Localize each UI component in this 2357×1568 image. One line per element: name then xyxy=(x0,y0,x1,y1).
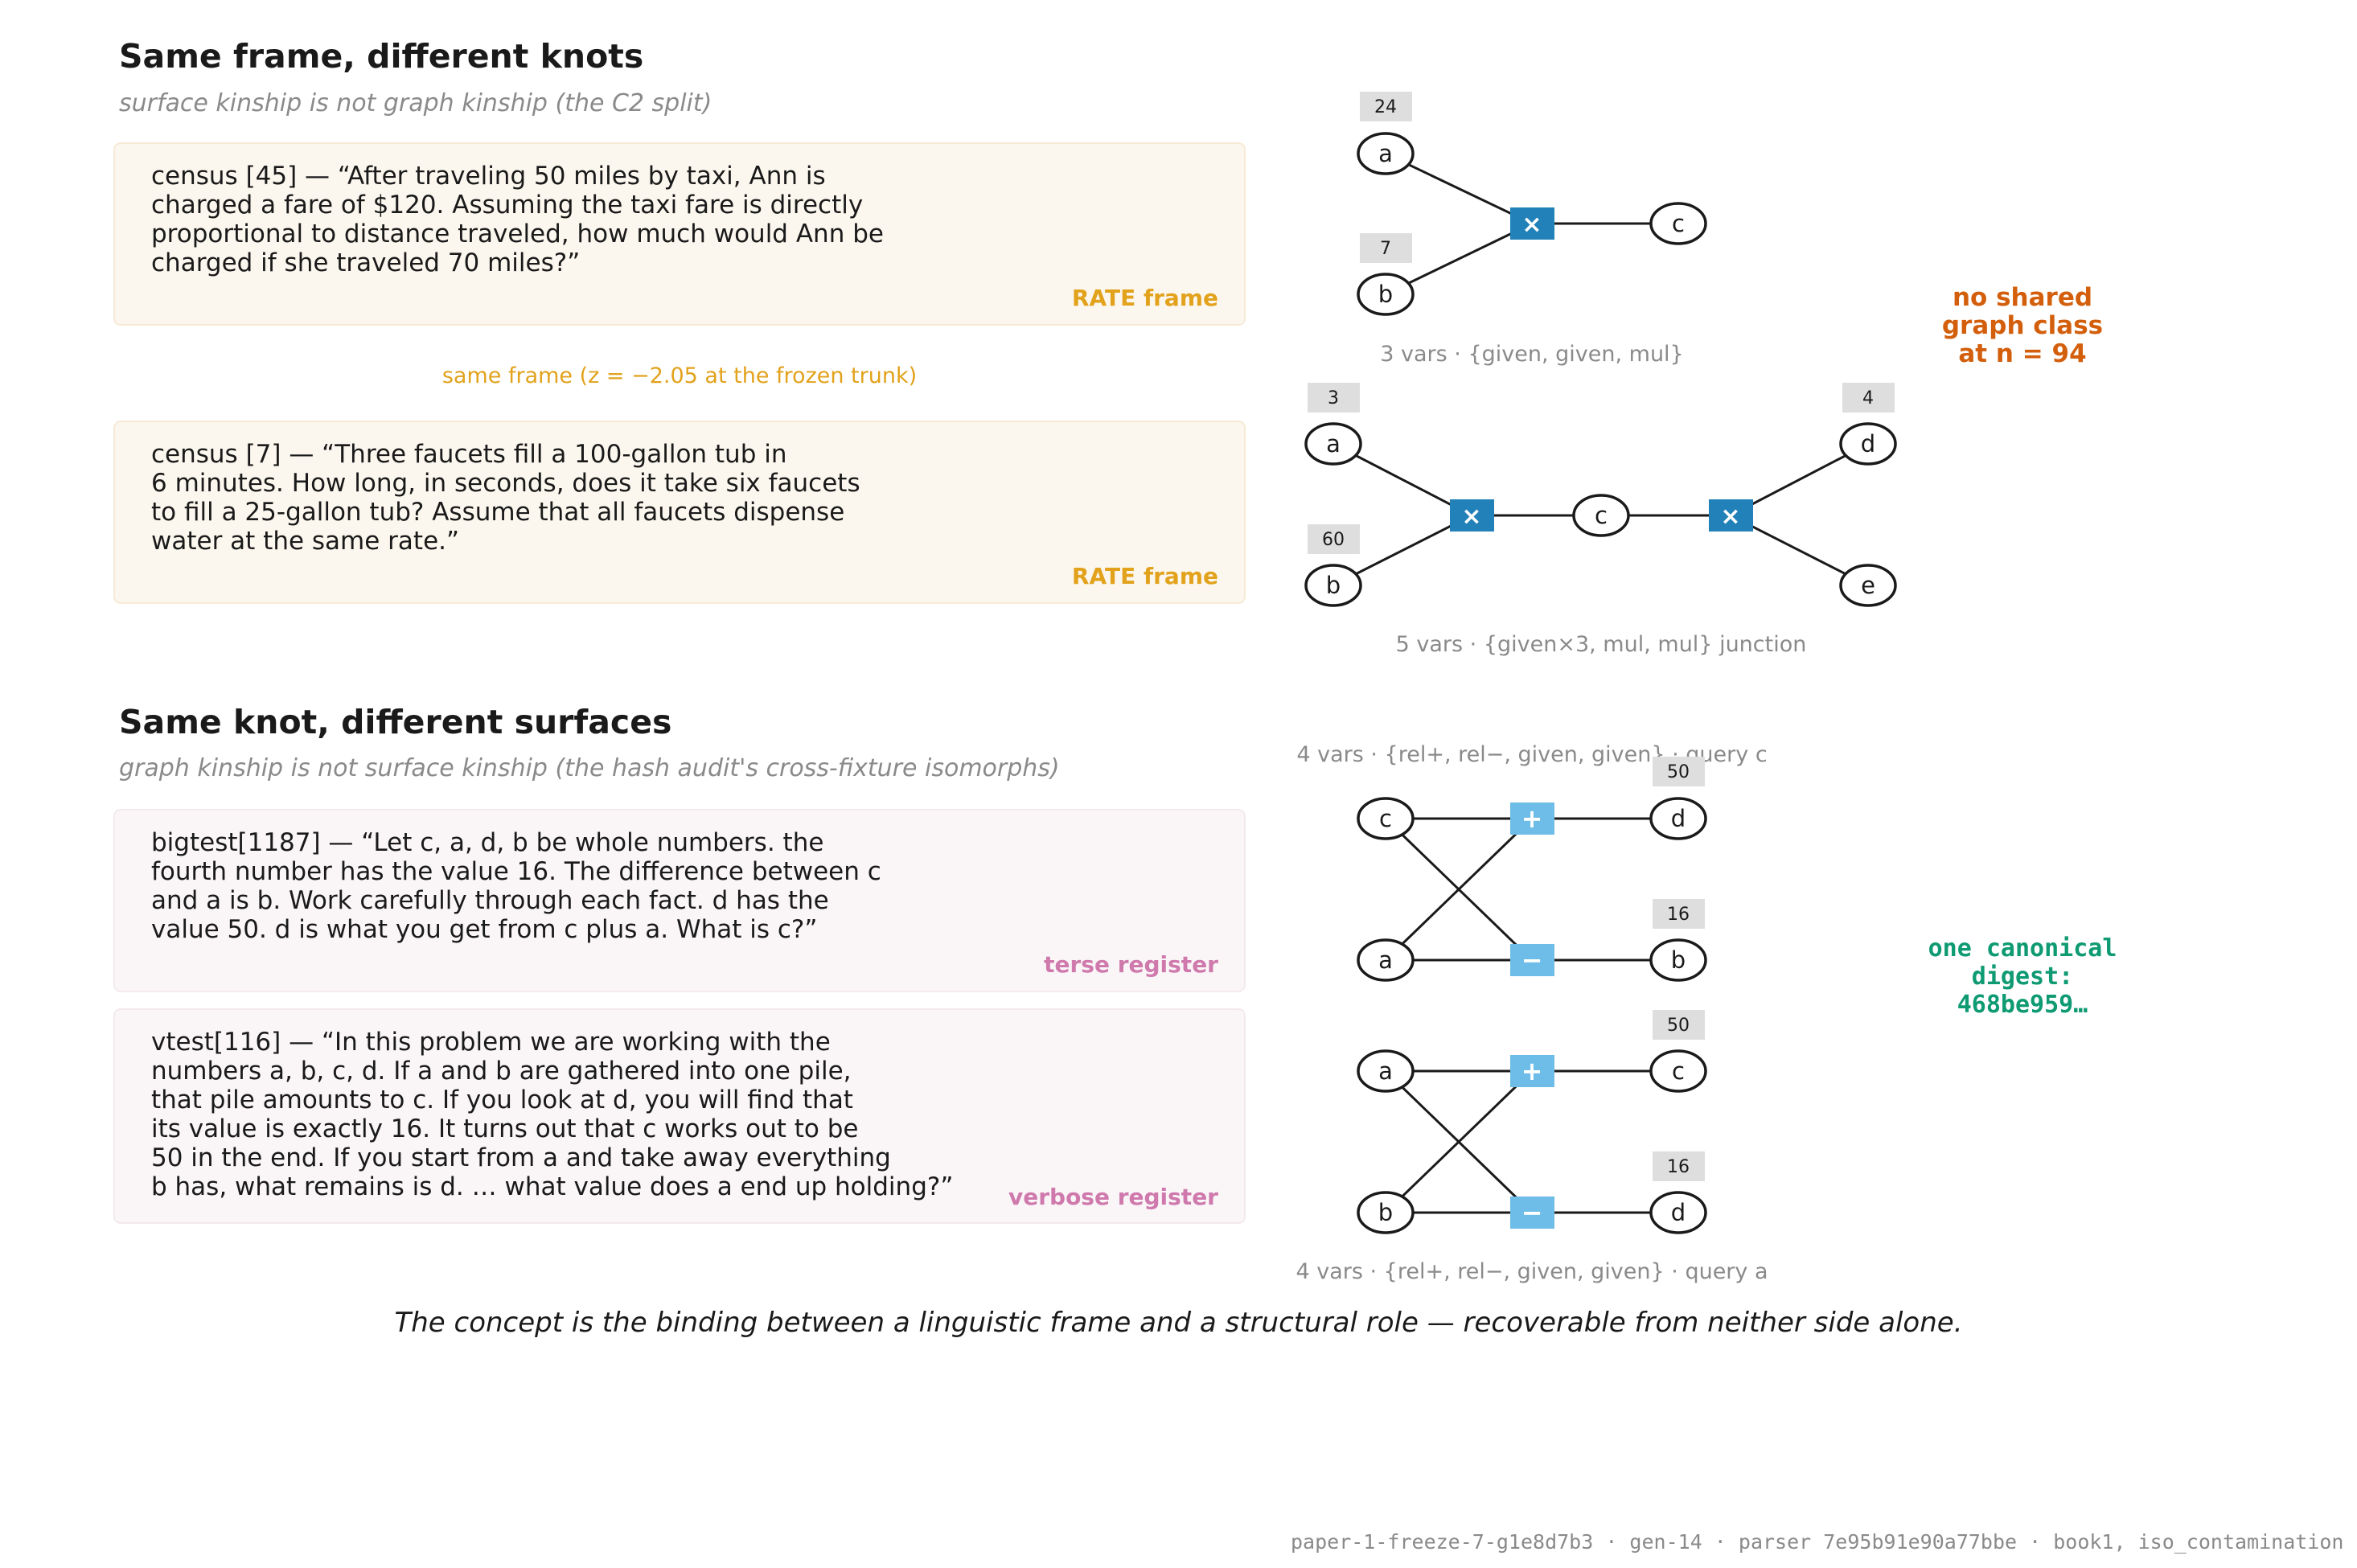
verbose-register-tag: verbose register xyxy=(1008,1184,1218,1210)
given-badge xyxy=(1842,383,1895,413)
multiply-symbol: × xyxy=(1521,211,1542,239)
variable-label: d xyxy=(1671,1199,1686,1226)
figure-caption: The concept is the binding between a lin… xyxy=(394,1307,1963,1339)
variable-label: a xyxy=(1378,946,1393,974)
variable-label: b xyxy=(1378,1199,1393,1226)
given-badge xyxy=(1360,92,1412,121)
given-value: 3 xyxy=(1328,388,1339,408)
variable-label: d xyxy=(1861,430,1875,458)
plus-symbol: + xyxy=(1521,803,1543,834)
given-value: 16 xyxy=(1667,905,1690,925)
variable-node xyxy=(1839,422,1897,466)
given-badge xyxy=(1653,757,1705,786)
graph-4: 50 16 a b c d + − 4 vars · {rel+, rel−, … xyxy=(1296,1010,1768,1284)
given-value: 16 xyxy=(1667,1157,1690,1177)
vtest-116-card: vtest[116] — “In this problem we are wor… xyxy=(113,1008,1246,1224)
given-badge xyxy=(1360,233,1412,263)
bigtest-1187-card: bigtest[1187] — “Let c, a, d, b be whole… xyxy=(113,809,1246,992)
variable-label: b xyxy=(1671,946,1686,974)
graph-2: 3 60 4 a b c d e × × 5 vars · {given×3, … xyxy=(1304,383,1897,657)
given-value: 50 xyxy=(1667,1016,1690,1036)
census-45-card: census [45] — “After traveling 50 miles … xyxy=(113,142,1246,326)
variable-node xyxy=(1304,564,1362,607)
census-7-card: census [7] — “Three faucets fill a 100-g… xyxy=(113,421,1246,604)
given-value: 4 xyxy=(1862,388,1874,408)
variable-node xyxy=(1649,1191,1707,1234)
graph-caption: 5 vars · {given×3, mul, mul} junction xyxy=(1396,632,1807,657)
variable-node xyxy=(1649,938,1707,982)
variable-label: c xyxy=(1672,1057,1685,1085)
variable-node xyxy=(1649,202,1707,245)
minus-symbol: − xyxy=(1521,945,1543,975)
variable-label: b xyxy=(1378,281,1393,308)
section2-title: Same knot, different surfaces xyxy=(119,703,672,741)
given-badge xyxy=(1308,524,1360,554)
plus-symbol: + xyxy=(1521,1056,1543,1086)
multiply-symbol: × xyxy=(1720,503,1740,531)
census-45-text: census [45] — “After traveling 50 miles … xyxy=(151,162,884,277)
given-badge xyxy=(1653,1151,1705,1181)
variable-node xyxy=(1357,938,1415,982)
variable-label: d xyxy=(1671,805,1686,832)
given-value: 7 xyxy=(1380,239,1391,259)
bigtest-1187-text: bigtest[1187] — “Let c, a, d, b be whole… xyxy=(151,828,881,944)
multiply-node xyxy=(1709,499,1753,532)
variable-node xyxy=(1357,273,1415,316)
given-badge xyxy=(1653,1010,1705,1040)
variable-label: e xyxy=(1861,572,1875,599)
variable-node xyxy=(1572,494,1630,537)
given-badge xyxy=(1308,383,1360,413)
same-frame-note: same frame (z = −2.05 at the frozen trun… xyxy=(441,363,918,388)
multiply-symbol: × xyxy=(1461,503,1481,531)
minus-symbol: − xyxy=(1521,1197,1543,1228)
minus-node xyxy=(1510,1197,1554,1229)
variable-label: c xyxy=(1379,805,1392,832)
footer-provenance: paper-1-freeze-7-g1e8d7b3 · gen-14 · par… xyxy=(1291,1530,2344,1554)
graph-caption: 4 vars · {rel+, rel−, given, given} · qu… xyxy=(1296,1259,1768,1284)
variable-node xyxy=(1357,1049,1415,1093)
graph-caption: 3 vars · {given, given, mul} xyxy=(1380,342,1684,367)
given-badge xyxy=(1653,899,1705,929)
variable-node xyxy=(1649,797,1707,840)
terse-register-tag: terse register xyxy=(1044,951,1218,978)
rate-frame-tag: RATE frame xyxy=(1071,285,1218,311)
variable-label: c xyxy=(1672,210,1685,237)
minus-node xyxy=(1510,944,1554,976)
variable-node xyxy=(1649,1049,1707,1093)
variable-node xyxy=(1357,132,1415,175)
section1-title: Same frame, different knots xyxy=(119,37,644,76)
variable-node xyxy=(1839,564,1897,607)
given-value: 60 xyxy=(1322,530,1345,550)
variable-label: c xyxy=(1595,502,1608,529)
no-shared-graph-note: no shared graph class at n = 94 xyxy=(1941,283,2104,368)
plus-node xyxy=(1510,802,1554,835)
multiply-node xyxy=(1450,499,1494,532)
graph-1: 24 7 a b c × 3 vars · {given, given, mul… xyxy=(1357,92,1707,367)
section1-subtitle: surface kinship is not graph kinship (th… xyxy=(119,89,712,117)
variable-node xyxy=(1357,1191,1415,1234)
variable-node xyxy=(1304,422,1362,466)
plus-node xyxy=(1510,1055,1554,1087)
variable-label: a xyxy=(1378,140,1393,167)
vtest-116-text: vtest[116] — “In this problem we are wor… xyxy=(151,1028,954,1201)
variable-label: b xyxy=(1326,572,1341,599)
given-value: 50 xyxy=(1667,762,1690,782)
rate-frame-tag: RATE frame xyxy=(1071,563,1218,589)
graph-3: 4 vars · {rel+, rel−, given, given} · qu… xyxy=(1296,742,1768,982)
section2-subtitle: graph kinship is not surface kinship (th… xyxy=(119,754,1060,782)
multiply-node xyxy=(1510,207,1554,240)
variable-label: a xyxy=(1378,1057,1393,1085)
variable-label: a xyxy=(1326,430,1341,458)
given-value: 24 xyxy=(1374,97,1397,117)
variable-node xyxy=(1357,797,1415,840)
canonical-digest-note: one canonical digest: 468be959… xyxy=(1928,934,2117,1019)
census-7-text: census [7] — “Three faucets fill a 100-g… xyxy=(151,440,860,556)
